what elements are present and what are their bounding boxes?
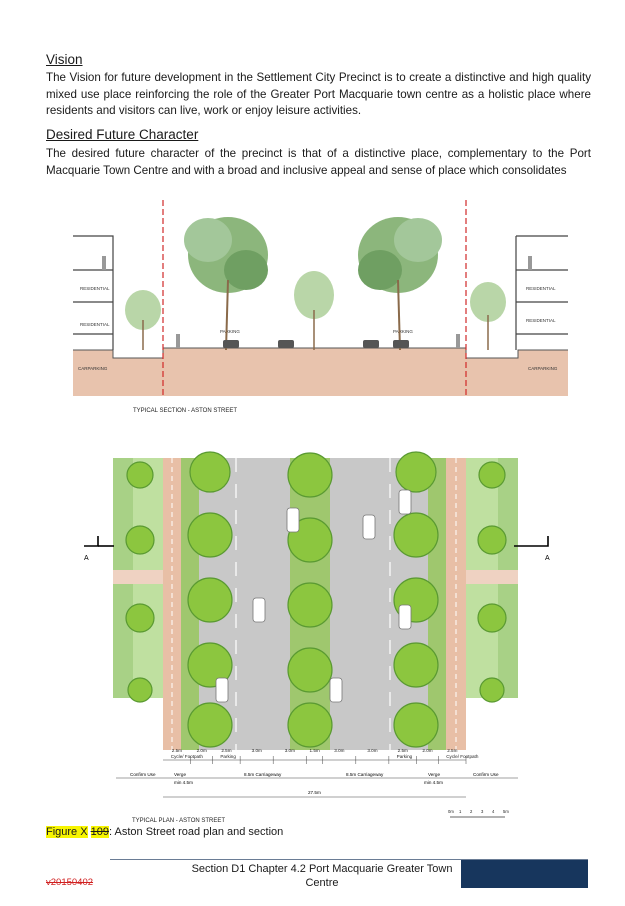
plan-title: TYPICAL PLAN - ASTON STREET — [132, 818, 225, 824]
verge-right-min: min 4.5m — [424, 780, 443, 785]
footer-title: Section D1 Chapter 4.2 Port Macquarie Gr… — [191, 863, 453, 889]
residential-label-4: RESIDENTIAL — [526, 318, 556, 323]
aston-street-figure: RESIDENTIAL RESIDENTIAL RESIDENTIAL RESI… — [73, 200, 568, 824]
parking-label-right: PARKING — [393, 329, 413, 334]
dimension-value: 2.5m — [172, 748, 182, 753]
residential-label-1: RESIDENTIAL — [80, 286, 110, 291]
dimension-value: 3.0m — [252, 748, 262, 753]
dimension-label: Cycle/ Footpath — [171, 754, 204, 759]
dimension-label: Cycle/ Footpath — [446, 754, 479, 759]
verge-left: Verge — [174, 772, 186, 777]
character-heading: Desired Future Character — [46, 127, 199, 142]
parking-label-left: PARKING — [220, 329, 240, 334]
scale-tick-label: 1 — [459, 809, 462, 814]
version-stamp: v20150402 — [46, 877, 94, 888]
scale-tick-label: 3 — [481, 809, 484, 814]
scale-bar: 0m 1 2 3 4 5m — [448, 809, 509, 818]
dimension-value: 2.0m — [197, 748, 207, 753]
dimension-value: 2.5m — [447, 748, 457, 753]
character-paragraph: The desired future character of the prec… — [46, 147, 591, 177]
carparking-label-left: CARPARKING — [78, 366, 108, 371]
carparking-label-right: CARPARKING — [528, 366, 558, 371]
vision-paragraph: The Vision for future development in the… — [46, 71, 591, 117]
residential-label-2: RESIDENTIAL — [80, 322, 110, 327]
caption-struck-number: 109 — [90, 826, 109, 838]
carriageway-left: 8.5m Carriageway — [244, 772, 282, 777]
footer-box — [461, 860, 588, 888]
confirm-use-left: Confirm Use — [130, 772, 156, 777]
dimension-value: 2.0m — [422, 748, 432, 753]
dimension-value: 3.0m — [334, 748, 344, 753]
section-marker-right: A — [545, 555, 550, 562]
confirm-use-right: Confirm Use — [473, 772, 499, 777]
total-width: 27.5m — [308, 790, 321, 795]
dimension-label: Parking — [397, 754, 413, 759]
vision-heading: Vision — [46, 52, 83, 67]
dimension-value: 3.0m — [285, 748, 295, 753]
verge-right: Verge — [428, 772, 440, 777]
section-marker-left: A — [84, 555, 89, 562]
dimension-value: 3.0m — [367, 748, 377, 753]
scale-tick-label: 5m — [503, 809, 509, 814]
footer-rule — [110, 859, 588, 860]
scale-tick-label: 0m — [448, 809, 454, 814]
caption-text: : Aston Street road plan and section — [109, 826, 284, 838]
scale-tick-label: 4 — [492, 809, 495, 814]
section-title: TYPICAL SECTION - ASTON STREET — [133, 408, 237, 414]
dimension-value: 2.5m — [398, 748, 408, 753]
verge-left-min: min 4.5m — [174, 780, 193, 785]
caption-prefix: Figure X — [46, 826, 88, 838]
carriageway-right: 8.5m Carriageway — [346, 772, 384, 777]
dimension-value: 2.5m — [221, 748, 231, 753]
residential-label-3: RESIDENTIAL — [526, 286, 556, 291]
dimension-label: Parking — [220, 754, 236, 759]
typical-section: RESIDENTIAL RESIDENTIAL RESIDENTIAL RESI… — [73, 200, 568, 414]
figure-caption: Figure X 109: Aston Street road plan and… — [46, 826, 283, 838]
dimension-value: 1.5m — [310, 748, 320, 753]
scale-tick-label: 2 — [470, 809, 473, 814]
